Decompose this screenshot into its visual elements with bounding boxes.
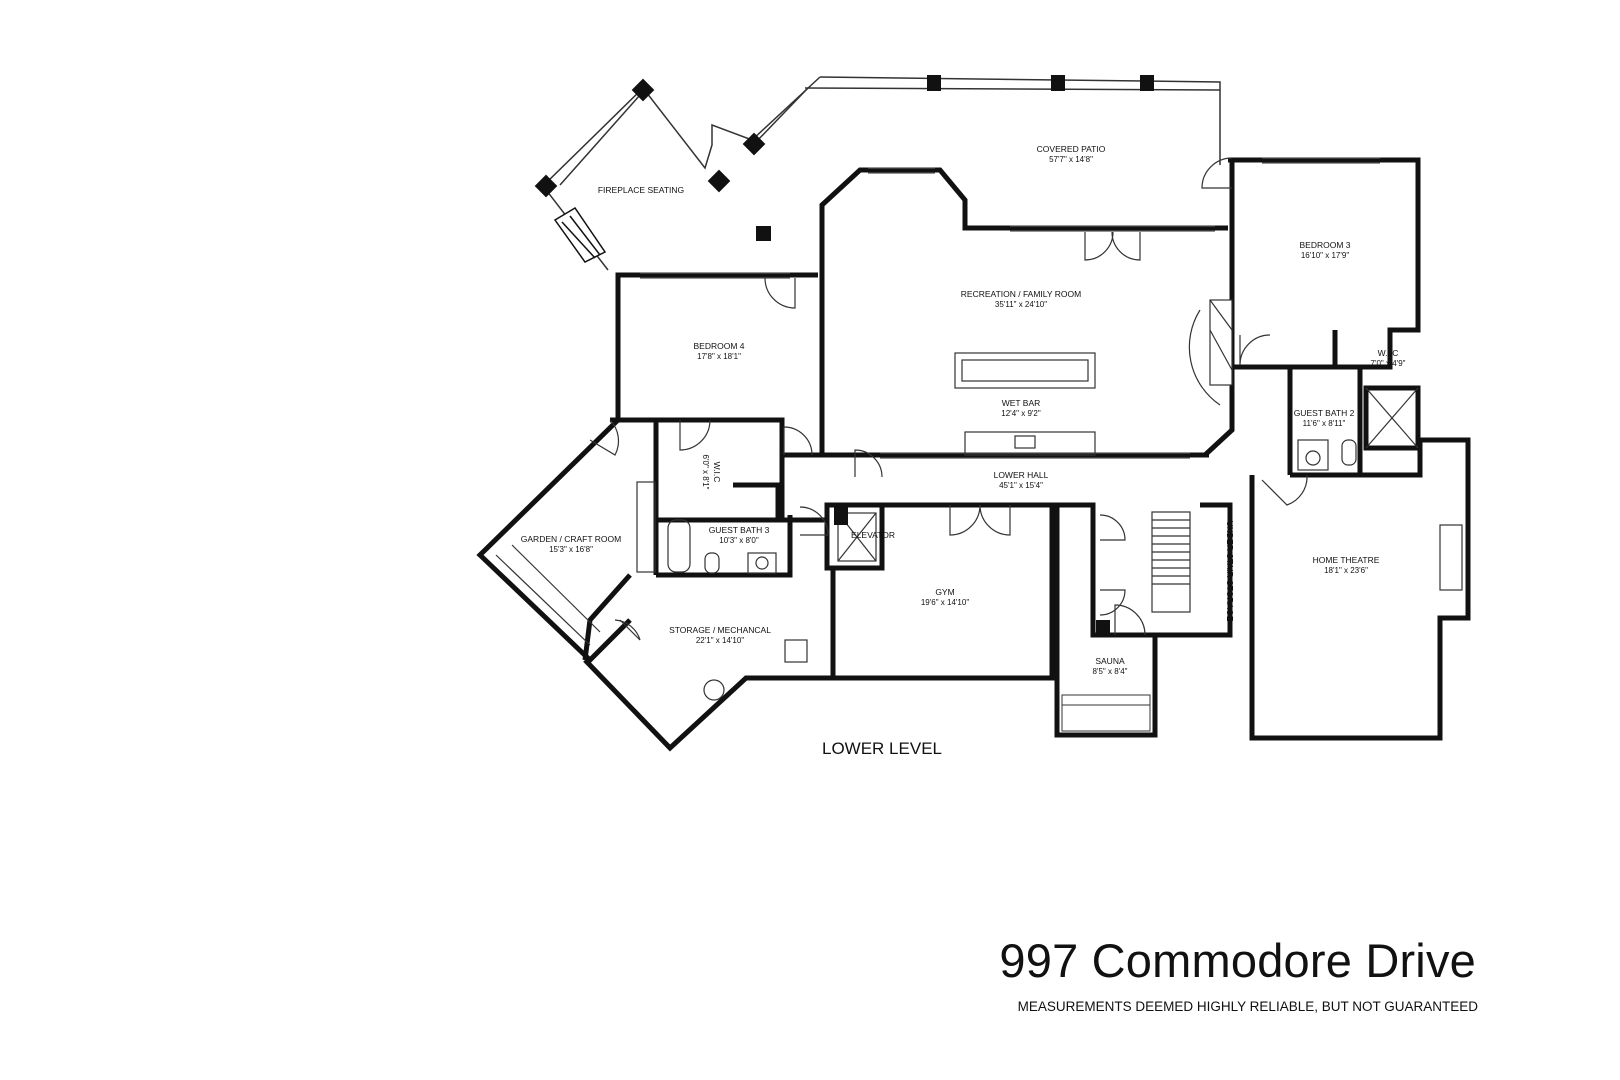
- dims-wic-master: 7'0" x 4'9": [1371, 359, 1406, 368]
- label-guest-bath3: GUEST BATH 3: [709, 525, 770, 535]
- dims-lower-hall: 45'1" x 15'4": [999, 481, 1043, 490]
- property-address: 997 Commodore Drive: [999, 934, 1476, 987]
- label-wet-bar: WET BAR: [1002, 398, 1041, 408]
- dims-bedroom3: 16'10" x 17'9": [1301, 251, 1349, 260]
- label-wic-master: W.I.C: [1378, 348, 1399, 358]
- dims-bedroom4: 17'8" x 18'1": [697, 352, 741, 361]
- doors: [589, 157, 1308, 641]
- label-bedroom4: BEDROOM 4: [693, 341, 744, 351]
- label-lower-hall: LOWER HALL: [994, 470, 1049, 480]
- label-sauna: SAUNA: [1095, 656, 1125, 666]
- elevator-shaft-marker: [834, 505, 848, 525]
- dims-wet-bar: 12'4" x 9'2": [1001, 409, 1041, 418]
- dims-wic-small: 6'0" x 8'1": [701, 455, 710, 490]
- label-garden: GARDEN / CRAFT ROOM: [521, 534, 621, 544]
- sauna-heater: [1096, 620, 1110, 636]
- label-guest-bath2: GUEST BATH 2: [1294, 408, 1355, 418]
- label-gym: GYM: [935, 587, 954, 597]
- label-wic-small: W.I.C: [712, 462, 722, 483]
- disclaimer-text: MEASUREMENTS DEEMED HIGHLY RELIABLE, BUT…: [1017, 999, 1478, 1014]
- fireplace: [553, 206, 607, 263]
- sauna-bench: [1061, 694, 1151, 732]
- wet-bar-fixtures: [954, 299, 1233, 456]
- label-bedroom3: BEDROOM 3: [1299, 240, 1350, 250]
- dims-guest-bath3: 10'3" x 8'0": [719, 536, 759, 545]
- label-recreation: RECREATION / FAMILY ROOM: [961, 289, 1081, 299]
- label-storage: STORAGE / MECHANCAL: [669, 625, 771, 635]
- walls: [476, 157, 1471, 752]
- level-label: LOWER LEVEL: [822, 739, 942, 758]
- dims-guest-bath2: 11'6" x 8'11": [1303, 419, 1346, 428]
- windows: [640, 157, 1380, 459]
- label-home-theatre: HOME THEATRE: [1313, 555, 1380, 565]
- dims-garden: 15'3" x 16'8": [549, 545, 593, 554]
- label-elevator: ELEVATOR: [851, 530, 895, 540]
- bath-fixtures: [667, 387, 1419, 574]
- mechanical-unit: [784, 639, 808, 663]
- label-fireplace-seating: FIREPLACE SEATING: [598, 185, 684, 195]
- dims-gym: 19'6" x 14'10": [921, 598, 969, 607]
- dims-recreation: 35'11" x 24'10": [995, 300, 1047, 309]
- label-covered-patio: COVERED PATIO: [1037, 144, 1106, 154]
- dims-covered-patio: 57'7" x 14'8": [1049, 155, 1093, 164]
- garden-cabinets: [495, 481, 656, 646]
- dims-sauna: 8'5" x 8'4": [1093, 667, 1128, 676]
- stairs: [1151, 511, 1191, 613]
- dims-storage: 22'1" x 14'10": [696, 636, 744, 645]
- water-heater: [703, 679, 725, 701]
- dims-home-theatre: 18'1" x 23'6": [1324, 566, 1368, 575]
- label-understair: UNDER STAIR STORAGE: [1225, 521, 1235, 622]
- theatre-screen: [1439, 524, 1463, 591]
